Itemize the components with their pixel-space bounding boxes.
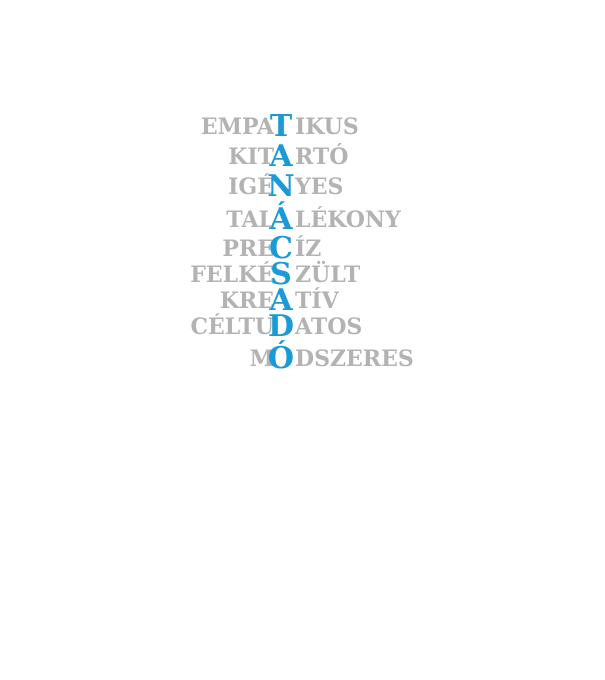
key-letter: T bbox=[269, 109, 293, 144]
acrostic-row: FELKÉ S ZÜLT bbox=[0, 258, 605, 292]
acrostic-row: PRE C ÍZ bbox=[0, 232, 605, 266]
key-letter: N bbox=[267, 169, 295, 204]
acrostic-row: EMPA T IKUS bbox=[0, 110, 605, 144]
word-prefix: KIT bbox=[228, 144, 274, 170]
word-suffix: YES bbox=[295, 174, 344, 200]
key-letter: S bbox=[270, 257, 292, 292]
key-letter: A bbox=[269, 139, 293, 174]
word-prefix: M bbox=[249, 346, 274, 372]
word-prefix: TAL bbox=[226, 207, 274, 233]
word-suffix: RTÓ bbox=[295, 144, 349, 170]
word-prefix: CÉLTU bbox=[190, 314, 274, 340]
acrostic-row: KRE A TÍV bbox=[0, 284, 605, 318]
key-letter: D bbox=[267, 309, 294, 344]
word-suffix: ÍZ bbox=[295, 236, 322, 262]
key-letter: A bbox=[269, 283, 293, 318]
word-suffix: LÉKONY bbox=[295, 207, 401, 233]
acrostic-row: CÉLTU D ATOS bbox=[0, 310, 605, 344]
word-prefix: IGÉ bbox=[228, 174, 274, 200]
word-suffix: ZÜLT bbox=[295, 262, 361, 288]
word-prefix: EMPA bbox=[200, 114, 274, 140]
acrostic-row: M Ó DSZERES bbox=[0, 342, 605, 376]
key-letter: Ó bbox=[267, 341, 295, 376]
word-suffix: ATOS bbox=[295, 314, 363, 340]
acrostic-row: KIT A RTÓ bbox=[0, 140, 605, 174]
word-prefix: KRE bbox=[219, 288, 274, 314]
word-suffix: DSZERES bbox=[295, 346, 414, 372]
key-letter: Á bbox=[269, 202, 293, 237]
word-prefix: FELKÉ bbox=[190, 262, 274, 288]
acrostic-row: IGÉ N YES bbox=[0, 170, 605, 204]
word-suffix: TÍV bbox=[295, 288, 339, 314]
word-suffix: IKUS bbox=[295, 114, 359, 140]
word-prefix: PRE bbox=[222, 236, 274, 262]
acrostic-row: TAL Á LÉKONY bbox=[0, 203, 605, 237]
key-letter: C bbox=[269, 231, 293, 266]
